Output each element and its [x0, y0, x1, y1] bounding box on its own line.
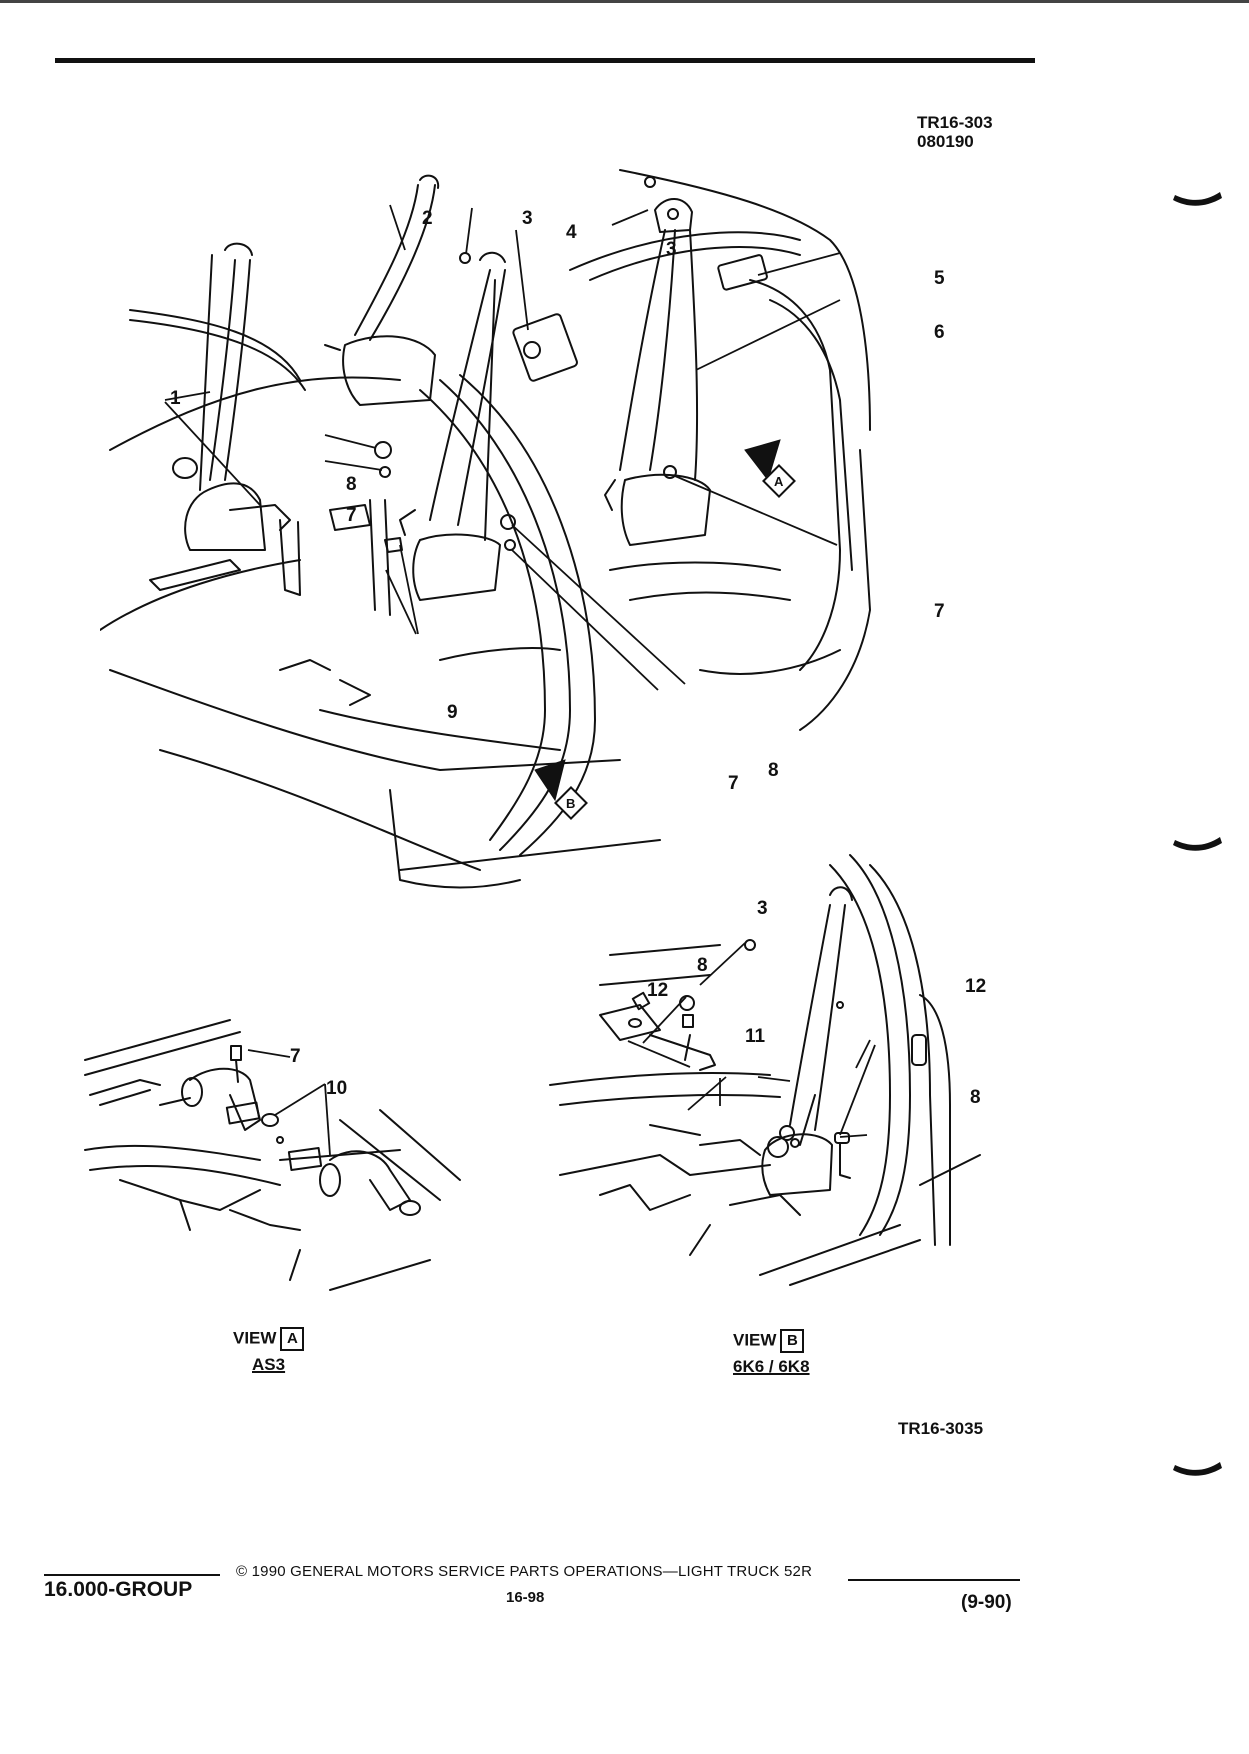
header-rule [55, 58, 1035, 63]
view-a-letter-box: A [280, 1327, 305, 1351]
footer-group: 16.000-GROUP [44, 1578, 193, 1601]
page-edge-marks [1173, 192, 1222, 1476]
figure-ref-code: TR16-303 [917, 113, 993, 132]
callout-5: 5 [934, 268, 945, 289]
view-b-callout-12-right: 12 [965, 976, 987, 997]
view-b-word: VIEW [733, 1330, 777, 1350]
callout-3-right: 3 [666, 239, 677, 260]
callout-9: 9 [447, 702, 458, 723]
callout-4: 4 [566, 222, 577, 243]
callout-8-bottom: 8 [768, 760, 779, 781]
main-seatbelt-illustration: A B [100, 150, 980, 910]
callout-8-left: 8 [346, 474, 357, 495]
footer-rule-right [848, 1579, 1020, 1581]
callout-1: 1 [170, 388, 181, 409]
view-b-callout-8-right: 8 [970, 1087, 981, 1108]
view-a-word: VIEW [233, 1328, 277, 1348]
scan-edge [0, 0, 1249, 3]
view-a-illustration [80, 1010, 480, 1300]
callout-2: 2 [422, 208, 433, 229]
footer-revision: (9-90) [961, 1592, 1012, 1613]
view-b-code: 6K6 / 6K8 [733, 1357, 810, 1376]
view-a-callout-7: 7 [290, 1046, 301, 1067]
footer-page-number: 16-98 [506, 1589, 545, 1606]
view-b-callout-3: 3 [757, 898, 768, 919]
callout-6: 6 [934, 322, 945, 343]
view-a-callout-10: 10 [326, 1078, 348, 1099]
figure-id: TR16-3035 [898, 1419, 984, 1438]
footer-rule-left [44, 1574, 220, 1576]
footer-copyright: © 1990 GENERAL MOTORS SERVICE PARTS OPER… [236, 1563, 813, 1580]
callout-7-right: 7 [934, 601, 945, 622]
view-b-letter-box: B [780, 1329, 805, 1353]
callout-7-left: 7 [346, 505, 357, 526]
callout-3-center: 3 [522, 208, 533, 229]
callout-7-bottom: 7 [728, 773, 739, 794]
arrow-a-letter: A [774, 474, 784, 489]
view-a-code: AS3 [252, 1355, 286, 1374]
arrow-b-letter: B [566, 796, 575, 811]
view-b-callout-11: 11 [745, 1026, 766, 1047]
view-b-callout-12-left: 12 [647, 980, 669, 1001]
view-b-illustration [540, 845, 990, 1295]
figure-ref-date: 080190 [917, 132, 974, 151]
view-b-callout-8-top: 8 [697, 955, 708, 976]
